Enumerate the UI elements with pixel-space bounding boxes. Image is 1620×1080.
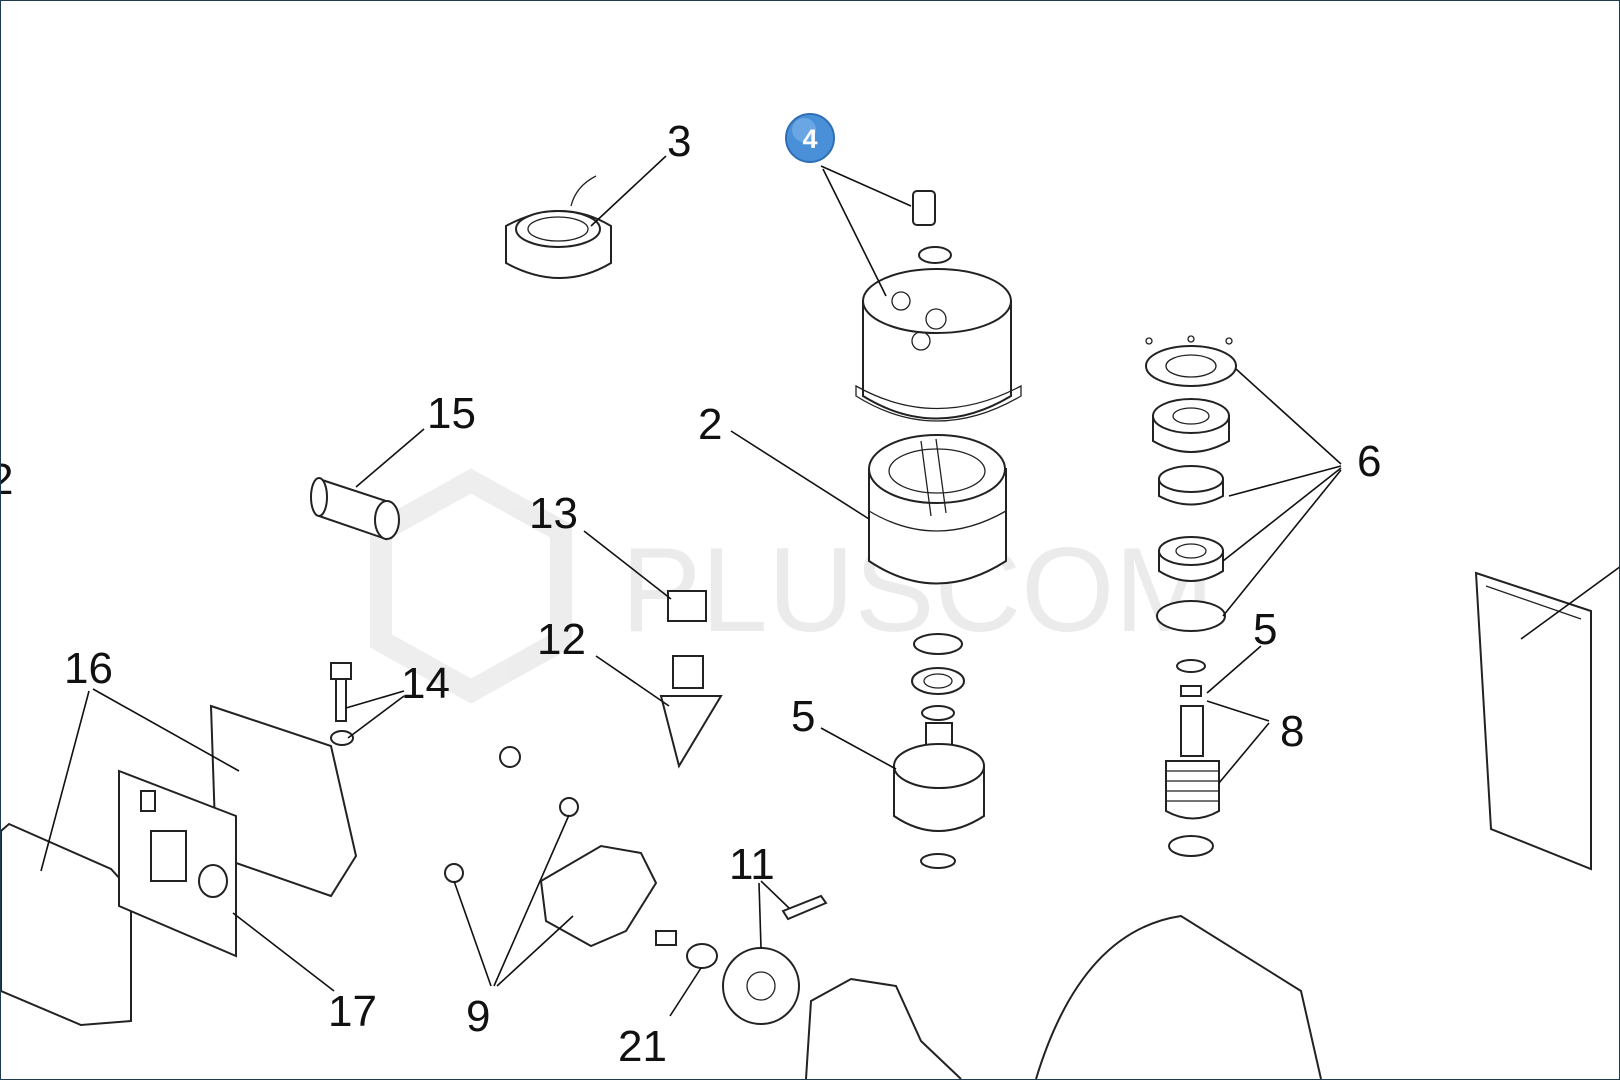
part-6-bearings[interactable] — [1145, 335, 1237, 632]
callout-17[interactable]: 17 — [328, 987, 377, 1036]
callout-8[interactable]: 8 — [1280, 707, 1304, 756]
part-right-cover[interactable] — [1474, 571, 1592, 871]
callout-9[interactable]: 9 — [466, 992, 490, 1041]
callout-14[interactable]: 14 — [401, 659, 450, 708]
part-13-block[interactable] — [667, 590, 707, 622]
callout-2[interactable]: 2 — [698, 400, 722, 449]
part-gearbox-base[interactable] — [805, 914, 1322, 1079]
part-5-rotor[interactable] — [893, 633, 985, 869]
part-17-circuit-board[interactable] — [118, 769, 237, 958]
callout-16[interactable]: 16 — [64, 644, 113, 693]
watermark: PLUSCOM — [370, 468, 1214, 704]
part-15-capacitor[interactable] — [310, 477, 400, 541]
callout-21[interactable]: 21 — [618, 1022, 667, 1071]
part-4-motor-cover[interactable] — [855, 190, 1022, 422]
callout-13[interactable]: 13 — [529, 489, 578, 538]
leader-lines — [40, 155, 1619, 1017]
callout-labels: 3 2 2 15 13 12 14 16 17 9 21 11 5 5 6 8 — [1, 117, 1381, 1071]
callout-4-badge[interactable]: 4 — [785, 113, 835, 163]
part-11-gear[interactable] — [655, 894, 828, 1025]
part-3-sensor-ring[interactable] — [505, 175, 612, 279]
part-14-bolt[interactable] — [330, 662, 354, 746]
part-8-worm-shaft[interactable] — [1165, 659, 1220, 857]
callout-2-partial[interactable]: 2 — [1, 455, 13, 504]
callout-4: 4 — [802, 124, 817, 154]
callout-5-center[interactable]: 5 — [791, 692, 815, 741]
badge-shine — [792, 118, 816, 142]
part-12-funnel[interactable] — [659, 655, 723, 769]
callout-3[interactable]: 3 — [667, 117, 691, 166]
part-16-housing[interactable] — [1, 704, 358, 1027]
callout-15[interactable]: 15 — [427, 389, 476, 438]
callout-6[interactable]: 6 — [1357, 437, 1381, 486]
callout-5-right[interactable]: 5 — [1253, 605, 1277, 654]
callout-11[interactable]: 11 — [729, 840, 775, 889]
part-2-stator[interactable] — [868, 434, 1007, 585]
part-9-shroud[interactable] — [444, 746, 658, 948]
callout-12[interactable]: 12 — [537, 615, 586, 664]
